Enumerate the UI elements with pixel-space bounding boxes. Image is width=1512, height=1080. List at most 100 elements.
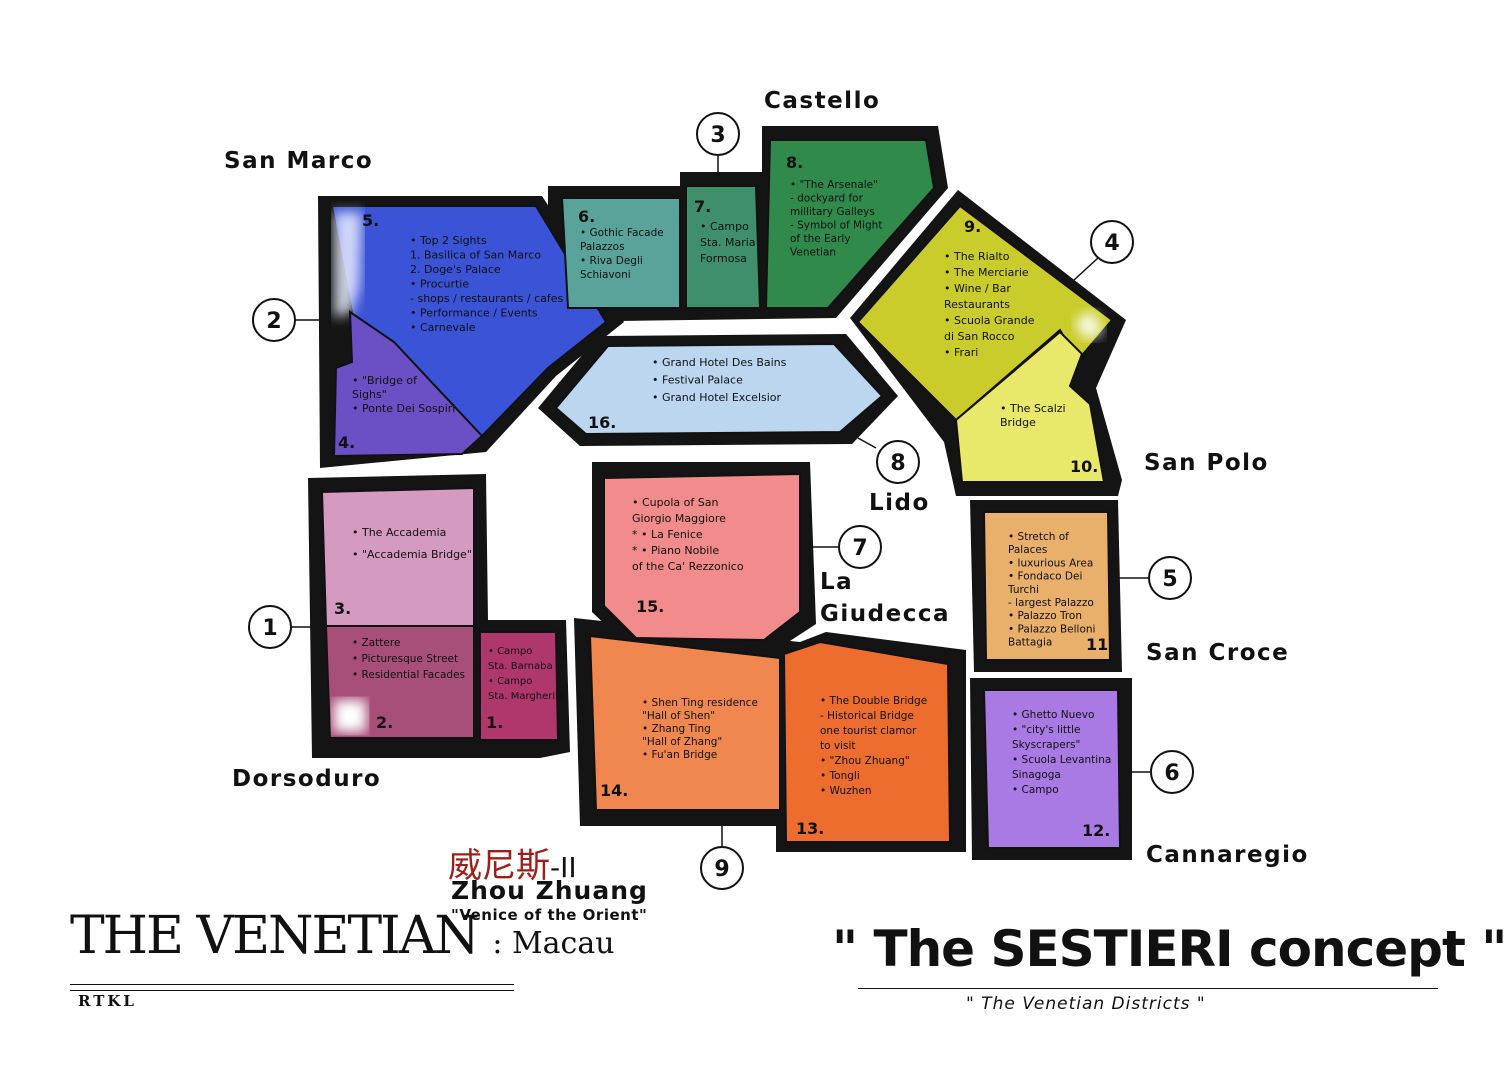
zone-item: • Zattere xyxy=(352,637,400,649)
zone-item: Sta. Maria xyxy=(700,236,756,249)
zone-item: of the Early xyxy=(790,233,851,245)
zone-item: • The Scalzi xyxy=(1000,402,1066,415)
zone-13 xyxy=(782,640,952,843)
zone-6 xyxy=(560,197,681,309)
marker-circle xyxy=(1150,750,1194,794)
zones xyxy=(320,139,1122,849)
zone-9-highlight xyxy=(1074,310,1104,340)
zone-item: • Stretch of xyxy=(1008,531,1069,543)
zone-number: 7. xyxy=(694,197,711,216)
zone-item: - dockyard for xyxy=(790,193,864,205)
zone-number: 16. xyxy=(588,413,616,432)
marker-number: 9 xyxy=(714,857,729,882)
zone-item: 1. Basilica of San Marco xyxy=(410,249,541,262)
zone-item: Restaurants xyxy=(944,298,1010,311)
zone-item: • Cupola of San xyxy=(632,496,718,509)
zone-item: • Ghetto Nuevo xyxy=(1012,709,1094,721)
zone-item: - largest Palazzo xyxy=(1008,597,1094,609)
district-label-san-croce: San Croce xyxy=(1146,640,1290,666)
marker-circle xyxy=(252,298,296,342)
zone-item: • Palazzo Belloni xyxy=(1008,623,1095,635)
zone-item: • "city's little xyxy=(1012,724,1081,736)
zone-item: • Fu'an Bridge xyxy=(642,749,717,761)
district-label-dorsoduro: Dorsoduro xyxy=(232,766,382,792)
zhou-name: Zhou Zhuang xyxy=(451,876,648,905)
zone-item: millitary Galleys xyxy=(790,206,875,218)
zhou-suffix: -II xyxy=(550,851,577,884)
zone-item: • Picturesque Street xyxy=(352,653,458,665)
zone-number: 5. xyxy=(362,211,379,230)
zhou-chinese-title: 威尼斯-II xyxy=(448,838,577,887)
zone-item: Skyscrapers" xyxy=(1012,739,1080,751)
zone-number: 2. xyxy=(376,713,393,732)
zone-item: • The Double Bridge xyxy=(820,695,927,707)
zone-5-highlight xyxy=(334,212,362,318)
district-label-castello: Castello xyxy=(764,88,881,114)
zone-item: • Carnevale xyxy=(410,321,476,334)
concept-subtitle: " The Venetian Districts " xyxy=(966,994,1206,1014)
marker-number: 7 xyxy=(852,536,867,561)
marker-number: 1 xyxy=(262,616,277,641)
zone-item: • "The Arsenale" xyxy=(790,179,878,191)
zone-number: 1. xyxy=(486,713,503,732)
zone-item: • Wine / Bar xyxy=(944,282,1011,295)
brand-title: THE VENETIAN : Macau xyxy=(70,910,615,962)
zone-item: Turchi xyxy=(1007,584,1039,596)
marker-number: 3 xyxy=(710,123,725,148)
zone-item: • Palazzo Tron xyxy=(1008,610,1082,622)
district-label-san-polo: San Polo xyxy=(1144,450,1269,476)
zhou-chinese-characters: 威尼斯 xyxy=(448,846,550,886)
zone-item: • Performance / Events xyxy=(410,307,538,320)
zone-number: 14. xyxy=(600,781,628,800)
district-label-cannaregio: Cannaregio xyxy=(1146,842,1309,868)
marker-number: 6 xyxy=(1164,761,1179,786)
zone-item: "Hall of Zhang" xyxy=(642,736,722,748)
zone-2-highlight xyxy=(334,700,366,732)
zone-item: • Ponte Dei Sospiri xyxy=(352,402,455,415)
zone-8 xyxy=(764,139,936,309)
brand-subtitle: : Macau xyxy=(492,926,615,961)
brand-rule-bottom xyxy=(70,990,514,991)
zone-item: • Grand Hotel Des Bains xyxy=(652,356,787,369)
zone-item: Schiavoni xyxy=(580,269,631,281)
marker-circle xyxy=(696,112,740,156)
zone-14 xyxy=(588,634,781,811)
zone-item: • Frari xyxy=(944,346,978,359)
marker-circle xyxy=(700,846,744,890)
marker-number: 4 xyxy=(1104,231,1119,256)
zone-item: "Hall of Shen" xyxy=(642,710,715,722)
zone-number: 4. xyxy=(338,433,355,452)
zone-item: • The Rialto xyxy=(944,250,1010,263)
zone-4 xyxy=(332,310,484,458)
zone-item: Sta. Margherita xyxy=(488,691,565,702)
zone-item: • Scuola Grande xyxy=(944,314,1035,327)
zone-number: 10. xyxy=(1070,457,1098,476)
zone-number: 15. xyxy=(636,597,664,616)
zone-text: 5. • Top 2 Sights 1. Basilica of San Marc… xyxy=(334,153,1114,840)
zone-item: Bridge xyxy=(1000,416,1036,429)
zone-10 xyxy=(954,330,1106,483)
zone-item: • Top 2 Sights xyxy=(410,234,487,247)
zone-number: 9. xyxy=(964,217,981,236)
district-label-san-marco: San Marco xyxy=(224,148,374,174)
brand-rule-top xyxy=(70,984,514,985)
zone-item: • Campo xyxy=(488,676,532,687)
zone-11 xyxy=(982,511,1112,661)
zone-number: 6. xyxy=(578,207,595,226)
zone-item: • Campo xyxy=(1012,784,1059,796)
zone-item: Sighs" xyxy=(352,388,387,401)
zone-item: • "Bridge of xyxy=(352,374,418,387)
zone-item: • Festival Palace xyxy=(652,374,743,387)
zone-item: one tourist clamor xyxy=(820,725,917,737)
leader-4 xyxy=(1073,257,1099,281)
zone-12 xyxy=(982,689,1122,849)
zone-item: • The Merciarie xyxy=(944,266,1029,279)
zone-item: • Grand Hotel Excelsior xyxy=(652,391,782,404)
zone-16 xyxy=(554,342,884,436)
brand-credit: RTKL xyxy=(78,992,137,1010)
zone-item: Sinagoga xyxy=(1012,769,1061,781)
zone-item: to visit xyxy=(820,740,856,752)
zone-item: • Procurtie xyxy=(410,278,469,291)
